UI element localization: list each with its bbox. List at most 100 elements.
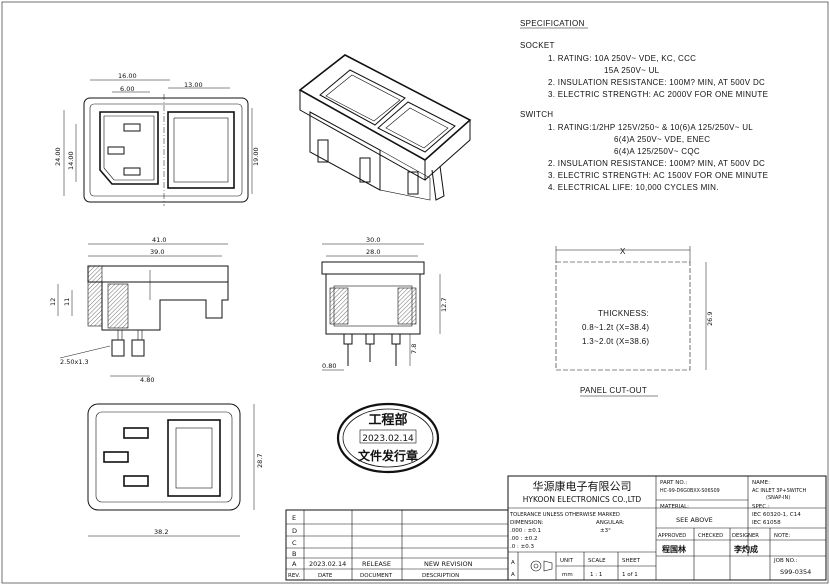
stamp-bottom: 文件发行章 [358,448,418,463]
dim-label: 6.00 [120,85,134,93]
socket-item: 3. ELECTRIC STRENGTH: AC 2000V FOR ONE M… [548,90,768,99]
approved-sign: 程国林 [662,544,686,554]
scale-value: 1 : 1 [590,572,602,578]
spec-label: SPEC.: [752,504,770,510]
front-view: 16.00 6.00 13.00 24.00 14.00 19.00 [54,72,260,206]
tol3: .0 : ±0.3 [510,544,534,550]
rev-letter: D [292,527,297,535]
designer-sign: 李灼成 [733,544,758,554]
dim-label: 38.2 [154,528,168,536]
name-line1: AC INLET 3P+SWITCH [752,488,806,494]
switch-item: 3. ELECTRIC STRENGTH: AC 1500V FOR ONE M… [548,171,768,180]
dim-label: 19.00 [252,147,260,166]
dim-label: 7.8 [410,344,418,354]
rev-header: DESCRIPTION [422,573,459,579]
socket-heading: SOCKET [520,41,555,50]
cutout-height-dim: 26.9 [706,312,714,326]
socket-item: 1. RATING: 10A 250V~ VDE, KC, CCC [548,54,696,63]
approved-label: APPROVED [658,533,686,539]
tol1: .000 : ±0.1 [510,528,541,534]
job-label: JOB NO.: [773,558,797,564]
rev-header: DATE [318,573,333,579]
dim-label: 12 [49,298,57,306]
rev-date: 2023.02.14 [309,560,346,568]
dim-label: 28.0 [366,248,380,256]
name-line2: (SNAP-IN) [766,495,790,501]
stamp-top: 工程部 [368,412,407,428]
socket-item: 15A 250V~ UL [604,66,660,75]
dim-label: 2.50x1.3 [60,358,89,366]
dim-label: 4.80 [140,376,154,384]
rev-letter: C [292,539,297,547]
switch-item: 2. INSULATION RESISTANCE: 100M? MIN, AT … [548,159,765,168]
a-label: A [511,560,515,566]
rev-letter: B [292,550,296,558]
title-block: 华源康电子有限公司 HYKOON ELECTRONICS CO.,LTD PAR… [507,475,827,581]
dim-label: 28.7 [256,454,264,468]
thickness-row: 1.3~2.0t (X=38.6) [582,337,649,346]
dim-label: 14.00 [67,151,75,170]
dim-label: 0.80 [322,362,336,370]
company-cn: 华源康电子有限公司 [533,479,632,493]
tolerance-line: TOLERANCE UNLESS OTHERWISE MARKED [509,512,620,518]
isometric-view [298,54,472,201]
rev-doc: RELEASE [362,560,391,568]
scale-label: SCALE [588,558,606,564]
a-label: A [511,572,515,578]
release-stamp: 工程部 2023.02.14 文件发行章 [336,402,440,474]
dim-label: 12.7 [440,298,448,312]
spec-line1: IEC 60320-1, C14 [752,512,801,518]
dim-label: 30.0 [366,236,380,244]
switch-item: 4. ELECTRICAL LIFE: 10,000 CYCLES MIN. [548,183,719,192]
switch-heading: SWITCH [520,110,553,119]
part-no: HC-99-D6G0BXX-S06S09 [660,488,720,494]
socket-item: 2. INSULATION RESISTANCE: 100M? MIN, AT … [548,78,765,87]
switch-item: 6(4)A 250V~ VDE, ENEC [614,135,710,144]
dim-label: 13.00 [184,81,203,89]
cutout-title: PANEL CUT-OUT [580,386,647,395]
thickness-label: THICKNESS: [598,309,649,318]
company-en: HYKOON ELECTRONICS CO.,LTD [523,495,642,504]
bottom-view: 38.2 28.7 [87,403,264,537]
job-value: S99-0354 [780,568,811,576]
part-no-label: PART NO.: [660,480,687,486]
angular-value: ±3° [600,528,611,534]
unit-value: mm [562,572,573,578]
dim-label: 41.0 [152,236,166,244]
dim-label: 39.0 [150,248,164,256]
side-view: 41.0 39.0 12 11 2.50x1.3 4.80 [49,236,229,384]
spec-title: SPECIFICATION [520,19,585,28]
thickness-row: 0.8~1.2t (X=38.4) [582,323,649,332]
note-label: NOTE: [774,533,790,539]
material-label: MATERIAL: [660,504,689,510]
rev-letter: E [292,514,296,522]
panel-cutout: X 26.9 THICKNESS: 0.8~1.2t (X=38.4) 1.3~… [555,246,714,397]
cutout-x-label: X [620,247,626,256]
rev-header: REV. [288,573,300,579]
angular-label: ANGULAR: [596,520,625,526]
rev-header: DOCUMENT [360,573,393,579]
spec-line2: IEC 61058 [752,520,781,526]
tol2: .00 : ±0.2 [510,536,537,542]
switch-item: 6(4)A 125/250V~ CQC [614,147,700,156]
rev-desc: NEW REVISION [424,560,473,568]
dim-label: 11 [63,298,71,306]
dimension-label: DIMENSION: [510,520,544,526]
checked-label: CHECKED [698,533,723,539]
dim-label: 24.00 [54,147,62,166]
dim-label: 16.00 [118,72,137,80]
end-view: 30.0 28.0 12.7 7.8 0.80 [321,236,448,371]
rev-letter: A [292,560,297,568]
designer-label: DESIGNER [732,533,759,539]
name-label: NAME: [752,480,770,486]
specification-block: SPECIFICATION SOCKET 1. RATING: 10A 250V… [520,19,768,192]
projection-symbol-icon [530,560,553,572]
material-value: SEE ABOVE [676,516,713,524]
switch-item: 1. RATING:1/2HP 125V/250~ & 10(6)A 125/2… [548,123,753,132]
sheet-value: 1 of 1 [622,572,638,578]
stamp-date: 2023.02.14 [362,434,414,444]
sheet-label: SHEET [622,558,641,564]
revision-table: E D C B A 2023.02.14 RELEASE NEW REVISIO… [285,509,509,581]
